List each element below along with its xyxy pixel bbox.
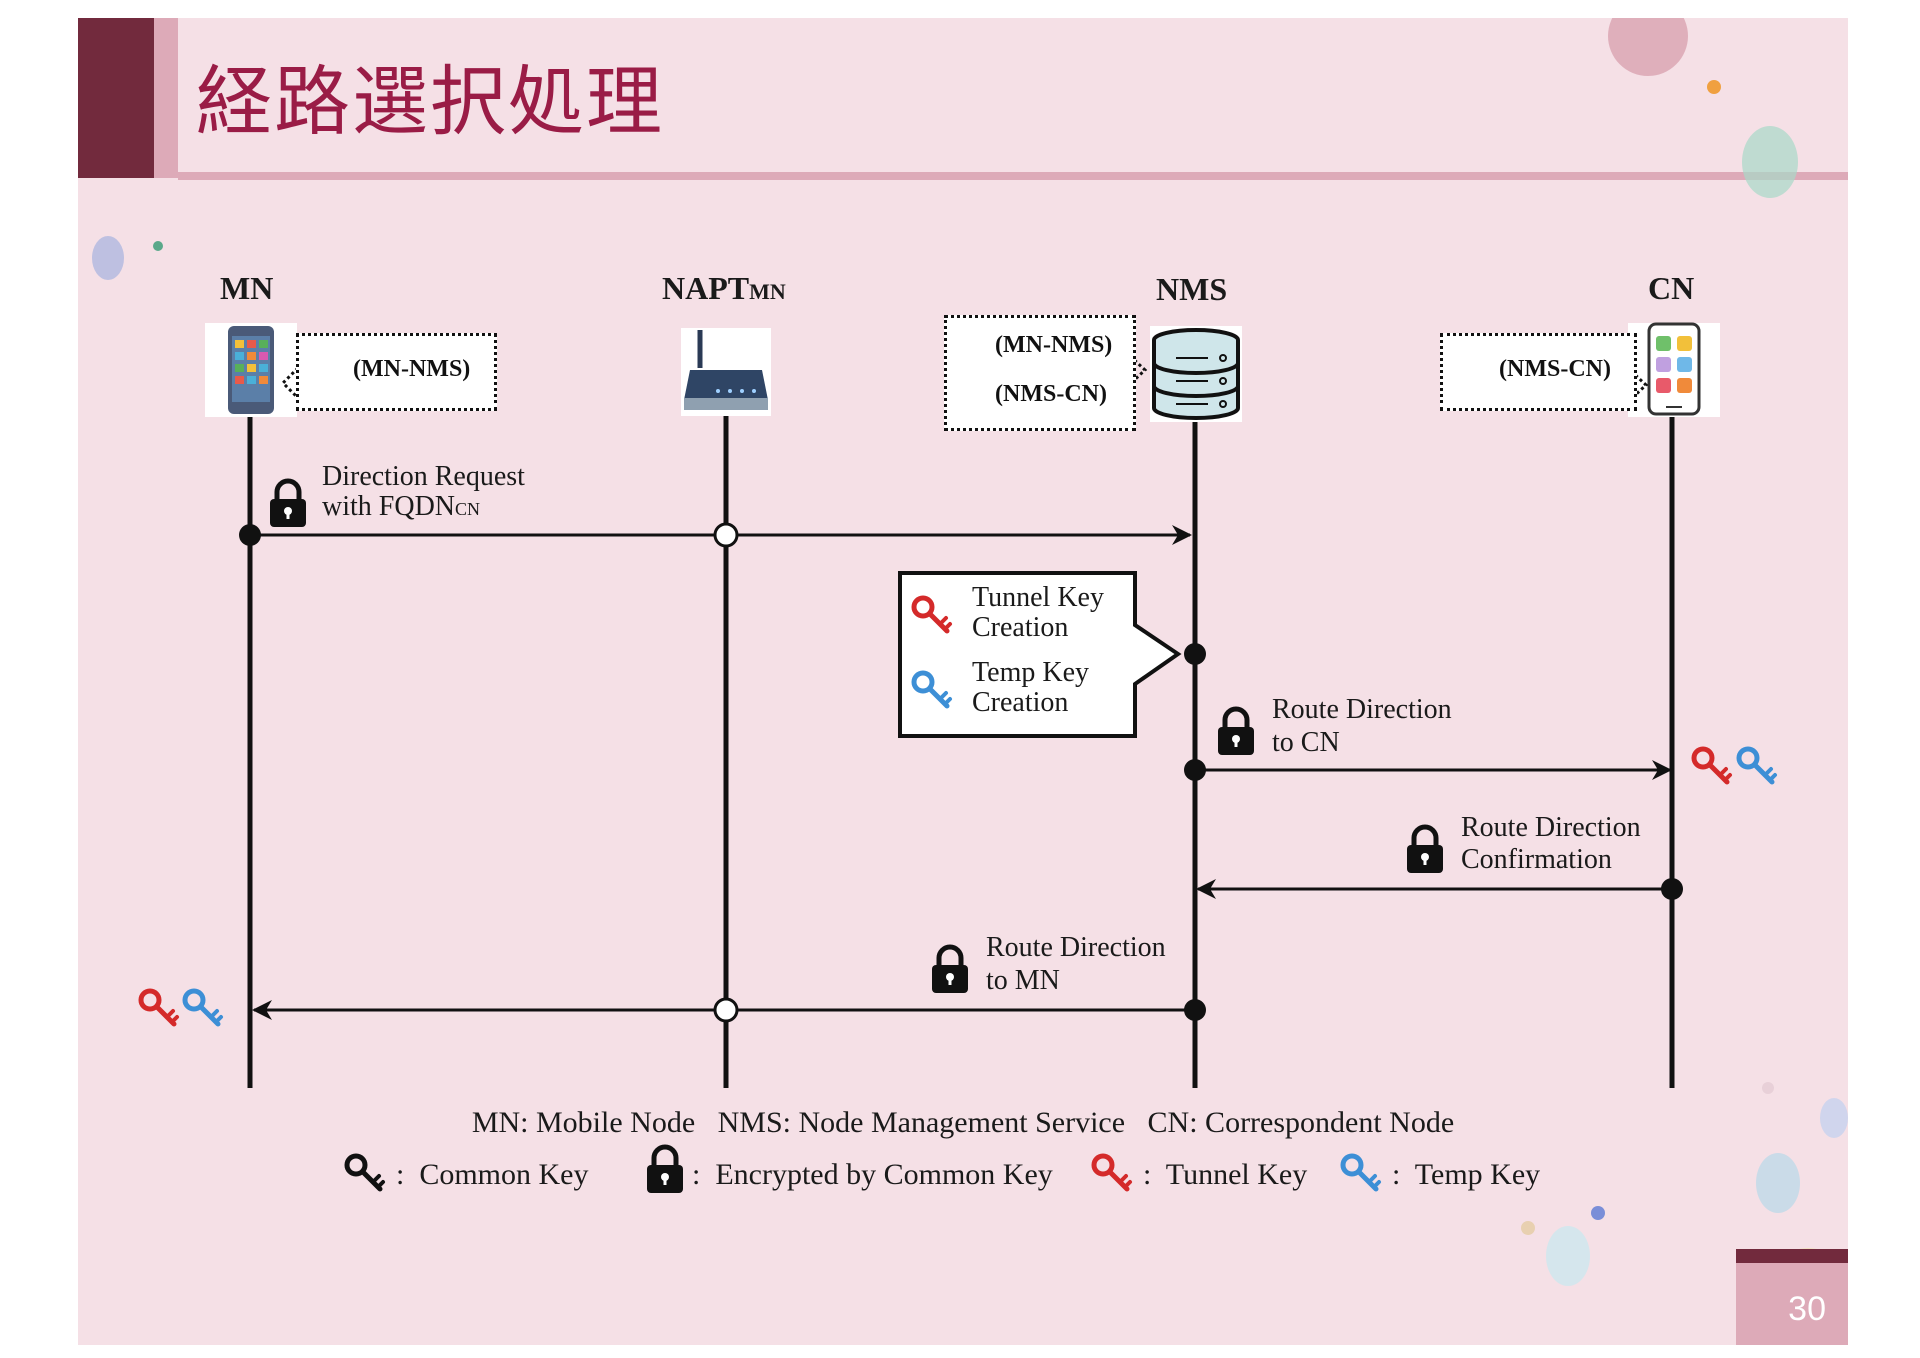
header-light-band xyxy=(154,18,178,178)
server-database-icon xyxy=(1150,326,1242,422)
key-creation-callout-box xyxy=(898,571,1182,738)
mn-keybox-pointer xyxy=(280,366,300,400)
temp-key-legend-icon xyxy=(1343,1156,1379,1189)
cn-keybox-label: (NMS-CN) xyxy=(1499,356,1611,382)
message-direction-request: Direction Request with FQDNCN xyxy=(322,461,525,522)
router-icon xyxy=(681,328,771,416)
slide-title: 経路選択処理 xyxy=(196,57,664,146)
cn-keybox: (NMS-CN) xyxy=(1440,333,1637,411)
temp-key-icon xyxy=(1739,749,1775,782)
nms-keybox-label-2: (NMS-CN) xyxy=(995,381,1107,407)
callout-temp-key-creation: Temp Key Creation xyxy=(972,657,1090,718)
sequence-diagram xyxy=(92,18,1848,1328)
tunnel-key-icon xyxy=(141,991,177,1024)
callout-tunnel-key-creation: Tunnel Key Creation xyxy=(972,582,1104,643)
node-label-mn: MN xyxy=(220,270,274,306)
slide: 経路選択処理 xyxy=(78,18,1848,1345)
lock-icon xyxy=(1218,709,1254,755)
node-label-napt: NAPTMN xyxy=(662,270,786,306)
legend-tunnel-key: : Tunnel Key xyxy=(1143,1158,1308,1191)
nms-keybox-label-1: (MN-NMS) xyxy=(995,332,1113,358)
tunnel-key-icon xyxy=(1694,749,1730,782)
message-route-to-cn: Route Direction to CN xyxy=(1272,694,1452,758)
page-number-bar-top xyxy=(1736,1249,1848,1263)
nms-keybox: (MN-NMS) (NMS-CN) xyxy=(944,315,1136,431)
lock-legend-icon xyxy=(647,1147,683,1193)
legend-common-key: : Common Key xyxy=(396,1158,589,1191)
tunnel-key-legend-icon xyxy=(1094,1156,1130,1189)
legend-encrypted: : Encrypted by Common Key xyxy=(692,1158,1053,1191)
message-route-confirmation: Route Direction Confirmation xyxy=(1461,812,1641,875)
mobile-phone-icon xyxy=(205,323,297,417)
legend-abbreviations: MN: Mobile Node NMS: Node Management Ser… xyxy=(471,1106,1455,1139)
common-key-legend-icon xyxy=(347,1156,383,1189)
header-dark-band xyxy=(78,18,154,178)
lock-icon xyxy=(270,481,306,527)
header-underline xyxy=(178,172,1848,180)
smartphone-app-icon xyxy=(1628,322,1720,417)
page-number-bar xyxy=(1736,1263,1848,1345)
page-number: 30 xyxy=(1788,1290,1826,1328)
node-label-napt-subscript: MN xyxy=(749,279,786,304)
node-label-cn: CN xyxy=(1648,270,1695,306)
lock-icon xyxy=(932,947,968,993)
message-route-to-mn: Route Direction to MN xyxy=(986,932,1166,996)
mn-keybox: (MN-NMS) xyxy=(296,333,497,411)
node-label-nms: NMS xyxy=(1156,271,1228,307)
temp-key-icon xyxy=(185,991,221,1024)
mn-keybox-label: (MN-NMS) xyxy=(353,356,471,382)
lock-icon xyxy=(1407,827,1443,873)
legend-temp-key: : Temp Key xyxy=(1392,1158,1541,1191)
